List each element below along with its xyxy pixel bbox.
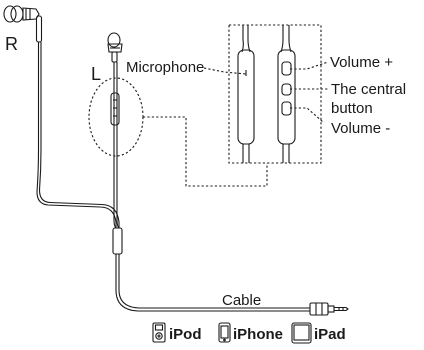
microphone-label: Microphone [126,59,204,76]
volume-up-button-icon [281,61,292,76]
ipod-icon [152,322,166,343]
volume-minus-leader [290,107,324,123]
left-earbud-label: L [91,64,101,84]
volume-plus-leader [290,61,329,70]
right-earbud-icon [3,5,43,43]
volume-down-button-icon [281,101,292,116]
volume-minus-label: Volume - [331,120,390,137]
inline-remote-icon [110,92,120,126]
left-earbud-icon [107,32,123,63]
left-cable [113,62,117,229]
ipad-icon [291,322,312,344]
audio-jack-icon [309,302,349,316]
iphone-label: iPhone [233,326,283,343]
zoom-connector [143,116,268,187]
button-remote-icon [277,49,296,145]
device-iphone: iPhone [218,322,283,343]
central-button-label-line1: The central [331,81,406,98]
zoom-circle [88,77,144,157]
ipod-label: iPod [169,326,202,343]
microphone-leader [203,67,247,75]
main-cable [115,254,310,312]
right-cable [36,42,117,228]
central-button-label-line2: button [331,100,373,117]
right-cable-inner [38,42,120,228]
device-ipad: iPad [291,322,346,344]
central-button-icon [281,83,292,96]
microphone-remote-icon [237,49,255,145]
volume-plus-label: Volume + [330,54,393,71]
iphone-icon [218,322,231,343]
right-earbud-label: R [5,34,18,54]
left-cable-inner [116,62,120,229]
zoom-cable-left-top [241,25,244,53]
main-cable-inner [118,254,310,309]
device-ipod: iPod [152,322,202,343]
cable-splitter-icon [112,227,123,255]
ipad-label: iPad [314,326,346,343]
cable-label: Cable [222,292,261,309]
zoom-box [228,24,322,164]
